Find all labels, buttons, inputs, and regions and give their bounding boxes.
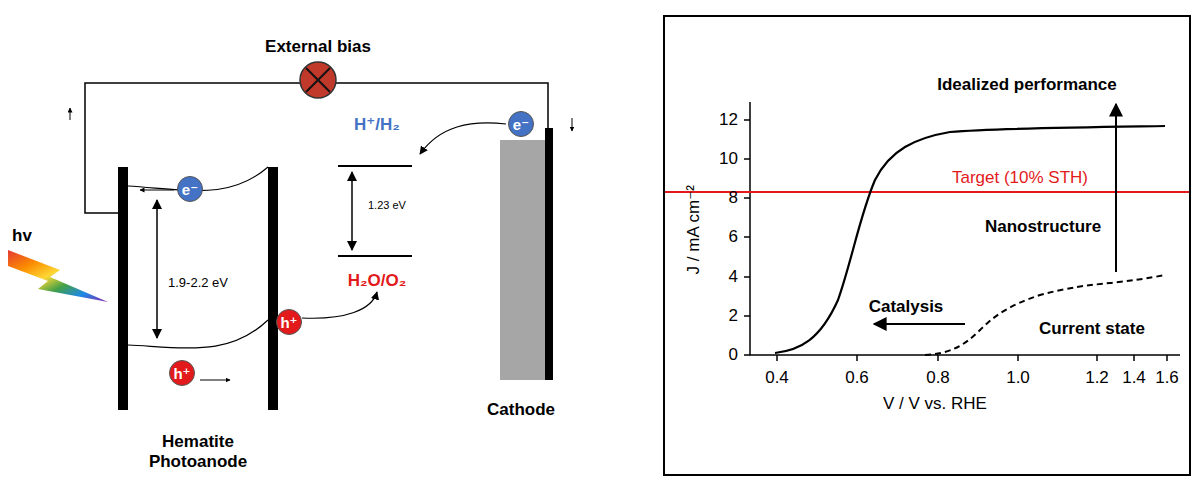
tick-label: 1.6 bbox=[1155, 368, 1179, 388]
tick-label: 8 bbox=[729, 188, 738, 208]
ideal-curve bbox=[775, 126, 1165, 353]
hole-arrow bbox=[200, 380, 230, 381]
tick-label: 0.6 bbox=[845, 368, 869, 388]
charge-label: h⁺ bbox=[173, 366, 190, 381]
hole-circle: h⁺ bbox=[276, 309, 302, 335]
redox-level bbox=[338, 165, 412, 167]
charge-label: e⁻ bbox=[182, 182, 198, 197]
tick-label: 1.0 bbox=[1006, 368, 1030, 388]
tick-label: 2 bbox=[729, 306, 738, 326]
hole-circle: h⁺ bbox=[169, 360, 195, 386]
tick-label: 0.4 bbox=[765, 368, 789, 388]
current-arrow bbox=[572, 118, 573, 131]
redox-level bbox=[338, 255, 412, 257]
electron-circle: e⁻ bbox=[508, 111, 534, 137]
energy-label: 1.23 eV bbox=[366, 199, 408, 212]
nanostructure-arrow bbox=[1115, 104, 1117, 272]
tick-label: 0.8 bbox=[926, 368, 950, 388]
curve-label: Idealized performance bbox=[937, 75, 1117, 95]
cathode-body bbox=[500, 140, 545, 380]
arrow-label: Nanostructure bbox=[985, 217, 1101, 237]
bias-label: External bias bbox=[265, 37, 371, 57]
electron-transfer-arrow bbox=[420, 123, 506, 154]
electrode-label: Cathode bbox=[487, 400, 555, 420]
tick-label: 4 bbox=[729, 267, 738, 287]
electron-arrow bbox=[140, 190, 174, 191]
potential-arrow bbox=[351, 172, 353, 250]
catalysis-arrow bbox=[874, 323, 965, 325]
light-bolt bbox=[8, 250, 108, 302]
bandgap-label: 1.9-2.2 eV bbox=[168, 276, 228, 291]
electrode-bar bbox=[118, 167, 128, 410]
redox-label: H₂O/O₂ bbox=[348, 271, 407, 291]
tick-label: 1.2 bbox=[1085, 368, 1109, 388]
current-arrow bbox=[70, 108, 71, 120]
electrode-bar bbox=[268, 167, 278, 410]
tick-label: 0 bbox=[729, 345, 738, 365]
tick-label: 10 bbox=[719, 149, 738, 169]
bandgap-arrow bbox=[156, 200, 158, 338]
tick-label: 12 bbox=[719, 110, 738, 130]
chart-frame bbox=[664, 16, 1190, 475]
current-curve bbox=[925, 275, 1165, 355]
hole-transfer-arrow bbox=[302, 292, 377, 318]
bias-symbol bbox=[300, 62, 336, 98]
circuit-wire bbox=[85, 83, 548, 213]
light-label: hv bbox=[12, 226, 32, 246]
tick-label: 1.4 bbox=[1122, 368, 1146, 388]
electrode-label: Hematite Photoanode bbox=[138, 432, 258, 471]
charge-label: h⁺ bbox=[280, 315, 297, 330]
cathode-bar bbox=[545, 128, 553, 380]
axis-title: J / mA cm⁻² bbox=[684, 185, 704, 274]
target-label: Target (10% STH) bbox=[950, 168, 1090, 188]
tick-label: 6 bbox=[729, 227, 738, 247]
valence-band bbox=[128, 320, 268, 348]
charge-label: e⁻ bbox=[513, 117, 529, 132]
electron-circle: e⁻ bbox=[177, 176, 203, 202]
target-line bbox=[665, 191, 1189, 193]
curve-label: Current state bbox=[1039, 319, 1145, 339]
axis-title: V / V vs. RHE bbox=[883, 394, 987, 414]
arrow-label: Catalysis bbox=[869, 297, 944, 317]
axes bbox=[744, 102, 1180, 361]
redox-label: H⁺/H₂ bbox=[354, 115, 400, 135]
